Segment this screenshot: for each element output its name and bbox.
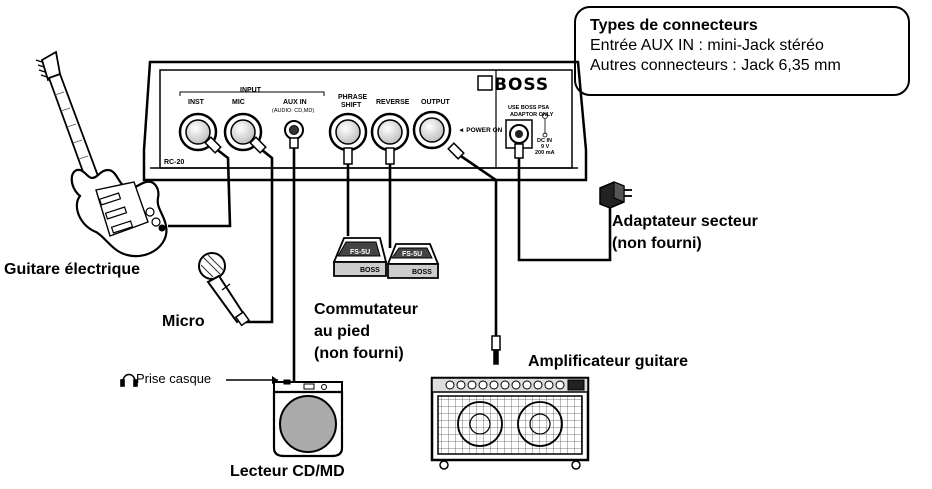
label-cd: Lecteur CD/MD <box>230 463 345 480</box>
footswitch-icon: FS-5U BOSS FS-5U BOSS <box>332 237 440 279</box>
footswitch-right-brand: BOSS <box>412 269 432 276</box>
psa-label-1: USE BOSS PSA <box>508 105 549 111</box>
jack-output <box>412 110 452 150</box>
label-amp: Amplificateur guitare <box>528 353 689 370</box>
label-footswitch-1: Commutateur <box>314 301 419 318</box>
phrase-shift-label-1: PHRASE <box>338 94 368 101</box>
dc-in-label: DC IN <box>537 138 552 144</box>
connector-types-row-other: Autres connecteurs : Jack 6,35 mm <box>590 57 841 74</box>
connector-types-row-aux: Entrée AUX IN : mini-Jack stéréo <box>590 37 824 54</box>
cable-output <box>451 148 498 336</box>
output-label: OUTPUT <box>421 99 451 106</box>
footswitch-right-model: FS-5U <box>402 251 422 258</box>
connector-types-box: Types de connecteurs Entrée AUX IN : min… <box>574 6 910 96</box>
jack-reverse <box>370 112 410 152</box>
psa-label-2: ADAPTOR ONLY <box>510 112 554 118</box>
label-adapter-1: Adaptateur secteur <box>612 213 758 230</box>
connector-types-title: Types de connecteurs <box>590 17 758 34</box>
footswitch-left-model: FS-5U <box>350 249 370 256</box>
input-mic-label: MIC <box>232 99 245 106</box>
rc20-unit: BOSS INST MIC INPUT AUX IN (AUDIO: CD,MD… <box>142 60 588 182</box>
footswitch-left: FS-5U BOSS <box>332 237 388 277</box>
cd-md-player-icon <box>272 379 344 458</box>
phrase-shift-label-2: SHIFT <box>341 102 362 109</box>
aux-in-label: AUX IN <box>283 99 307 106</box>
dc-voltage-label: 9 V <box>541 144 550 150</box>
footswitch-right: FS-5U BOSS <box>386 243 440 279</box>
label-footswitch-2: au pied <box>314 323 371 340</box>
cable-adapter <box>517 146 612 262</box>
reverse-label: REVERSE <box>376 99 410 106</box>
label-adapter-2: (non fourni) <box>612 235 702 252</box>
ac-adapter-icon <box>599 181 632 209</box>
boss-logo: BOSS <box>494 75 549 95</box>
electric-guitar-icon <box>35 50 168 258</box>
microphone-icon <box>198 252 251 327</box>
label-guitar: Guitare électrique <box>4 261 141 278</box>
label-footswitch-3: (non fourni) <box>314 345 404 362</box>
footswitch-left-brand: BOSS <box>360 267 380 274</box>
input-group-label: INPUT <box>240 87 262 94</box>
dc-current-label: 200 mA <box>535 150 555 156</box>
aux-in-sublabel: (AUDIO: CD,MD) <box>272 108 314 114</box>
power-on-label: ◄ POWER ON <box>458 127 503 134</box>
jack-aux-in <box>284 120 304 140</box>
guitar-amplifier-icon <box>430 376 590 470</box>
label-headphone: Prise casque <box>136 371 212 386</box>
jack-phrase-shift <box>328 112 368 152</box>
model-label: RC-20 <box>164 159 184 166</box>
headphone-icon <box>120 373 138 387</box>
input-inst-label: INST <box>188 99 205 106</box>
label-micro: Micro <box>162 313 205 330</box>
